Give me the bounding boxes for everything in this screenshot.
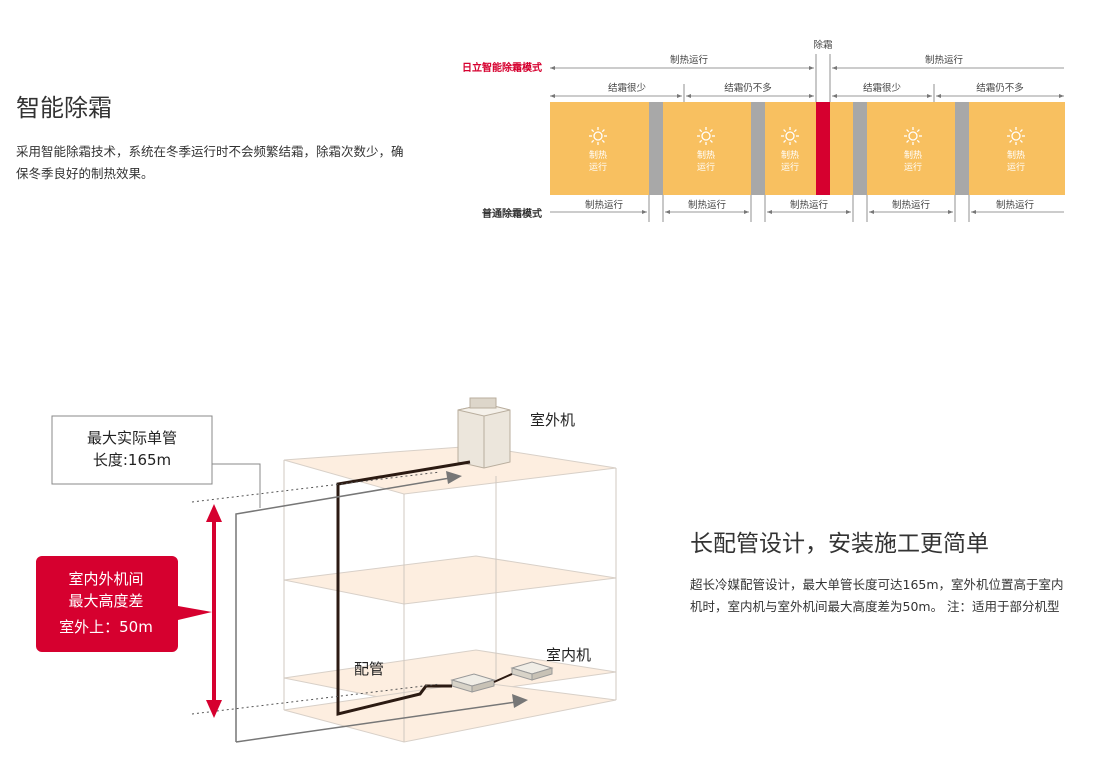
defrost-label: 除霜 (813, 39, 832, 51)
normal-heating-run-2: 制热运行 (688, 199, 727, 211)
piping-diagram: 室外机 室内机 配管 最大实际单管 长度:165m 室内外机间 最大高度差 室外… (0, 380, 640, 765)
sun-icon (589, 127, 607, 145)
section-description-long-piping: 超长冷媒配管设计，最大单管长度可达165m，室外机位置高于室内机时，室内机与室外… (690, 577, 1064, 614)
section-title-long-piping: 长配管设计，安装施工更简单 (690, 531, 989, 557)
frost-not-much-1: 结霜仍不多 (724, 82, 772, 94)
defrost-segment-gray-4 (955, 102, 969, 195)
block-5-text-line1: 制热 (1007, 149, 1025, 161)
top-heating-run-1: 制热运行 (670, 54, 709, 66)
max-pipe-length-line1: 最大实际单管 (87, 429, 177, 447)
smart-mode-label: 日立智能除霜模式 (462, 61, 542, 74)
height-difference-line2: 最大高度差 (68, 592, 143, 610)
block-4-text-line2: 运行 (904, 161, 922, 173)
indoor-unit-icon (510, 661, 554, 681)
block-2-text-line2: 运行 (697, 161, 715, 173)
sun-icon (697, 127, 715, 145)
normal-heating-run-3: 制热运行 (790, 199, 829, 211)
block-1-text-line1: 制热 (589, 149, 607, 161)
height-difference-line3: 室外上：50m (59, 618, 153, 636)
block-3-text-line1: 制热 (781, 149, 799, 161)
refrigerant-pipe (336, 460, 471, 716)
normal-heating-run-1: 制热运行 (585, 199, 624, 211)
indoor-unit-label: 室内机 (546, 646, 591, 664)
sun-icon (781, 127, 799, 145)
defrost-comparison-diagram: 日立智能除霜模式 普通除霜模式 除霜 制热运行 制热运行 结霜很少 结霜仍不多 … (446, 32, 1068, 231)
block-5-text-line2: 运行 (1007, 161, 1025, 173)
block-4-text-line1: 制热 (904, 149, 922, 161)
normal-heating-run-5: 制热运行 (996, 199, 1035, 211)
normal-mode-label: 普通除霜模式 (482, 207, 542, 220)
block-2-text-line1: 制热 (697, 149, 715, 161)
heating-bar (550, 102, 1065, 195)
floor-slab-middle (283, 555, 617, 605)
defrost-segment-gray-2 (751, 102, 765, 195)
frost-not-much-2: 结霜仍不多 (976, 82, 1024, 94)
defrost-segment-gray-3 (853, 102, 867, 195)
max-pipe-length-line2: 长度:165m (93, 451, 171, 469)
defrost-segment-red (816, 102, 830, 195)
top-heating-run-2: 制热运行 (925, 54, 964, 66)
sun-icon (1007, 127, 1025, 145)
frost-little-1: 结霜很少 (608, 82, 647, 94)
section-title-smart-defrost: 智能除霜 (16, 94, 112, 122)
floor-slab-top (283, 445, 617, 495)
section-description-smart-defrost: 采用智能除霜技术，系统在冬季运行时不会频繁结霜，除霜次数少，确保冬季良好的制热效… (16, 144, 404, 181)
piping-label: 配管 (354, 660, 384, 678)
height-difference-line1: 室内外机间 (68, 570, 143, 588)
max-pipe-length-arrow (235, 477, 451, 742)
sun-icon (904, 127, 922, 145)
outdoor-unit-label: 室外机 (530, 411, 575, 429)
block-1-text-line2: 运行 (589, 161, 607, 173)
max-pipe-length-callout (51, 415, 213, 485)
block-3-text-line2: 运行 (781, 161, 799, 173)
indoor-unit-icon (450, 673, 496, 693)
normal-heating-run-4: 制热运行 (892, 199, 931, 211)
frost-little-2: 结霜很少 (863, 82, 902, 94)
outdoor-unit-icon (457, 397, 511, 469)
height-difference-callout (36, 556, 212, 652)
defrost-segment-gray-1 (649, 102, 663, 195)
